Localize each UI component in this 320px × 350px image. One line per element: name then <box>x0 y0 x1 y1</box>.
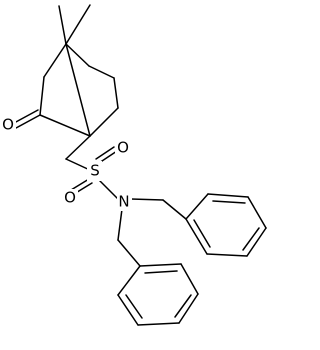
atom-label-background <box>115 139 131 157</box>
aromatic-bond <box>193 219 211 248</box>
bond <box>58 5 67 45</box>
molecule-diagram: O S O O N <box>0 4 267 326</box>
aromatic-bond <box>212 200 246 204</box>
bond <box>207 193 249 198</box>
bond <box>39 76 45 116</box>
bond <box>65 43 90 67</box>
aromatic-bond <box>242 227 260 251</box>
bond <box>178 293 199 324</box>
atom-label-background <box>87 161 102 181</box>
bond-lines <box>13 4 267 326</box>
ketone-oxygen-label: O <box>2 116 14 134</box>
bond <box>117 239 141 267</box>
bond <box>98 179 119 200</box>
atom-label-background <box>117 193 132 211</box>
sulfonyl-oxygen-bottom-label: O <box>64 189 76 207</box>
double-bond <box>70 178 90 191</box>
bond <box>137 322 180 326</box>
aromatic-bond <box>144 270 178 274</box>
nitrogen-label: N <box>118 193 129 211</box>
bond <box>246 227 267 257</box>
bond <box>185 193 209 220</box>
sulfonyl-oxygen-top-label: O <box>117 139 129 157</box>
bond <box>206 253 248 257</box>
bond <box>139 263 182 267</box>
double-bond <box>15 114 41 129</box>
bond <box>89 107 119 137</box>
double-bond <box>95 146 115 160</box>
bond <box>185 218 208 255</box>
aromatic-bond <box>174 294 192 318</box>
atom-labels: O S O O N <box>0 116 132 211</box>
bond <box>39 114 91 137</box>
double-bond <box>13 109 39 124</box>
sulfur-label: S <box>90 162 100 180</box>
bond <box>162 199 187 220</box>
bond <box>65 135 91 160</box>
bond <box>117 265 141 296</box>
bond <box>113 77 119 109</box>
bond <box>65 4 91 45</box>
bond <box>117 208 123 241</box>
atom-label-background <box>62 189 78 207</box>
bond <box>65 43 91 137</box>
atom-label-background <box>0 116 16 134</box>
bond <box>180 263 199 295</box>
aromatic-bond <box>125 294 143 319</box>
structure-svg: O S O O N <box>0 4 267 326</box>
bond <box>247 196 267 229</box>
bond <box>43 43 67 78</box>
bond <box>117 294 139 326</box>
bond <box>88 65 115 79</box>
bond <box>130 198 164 201</box>
